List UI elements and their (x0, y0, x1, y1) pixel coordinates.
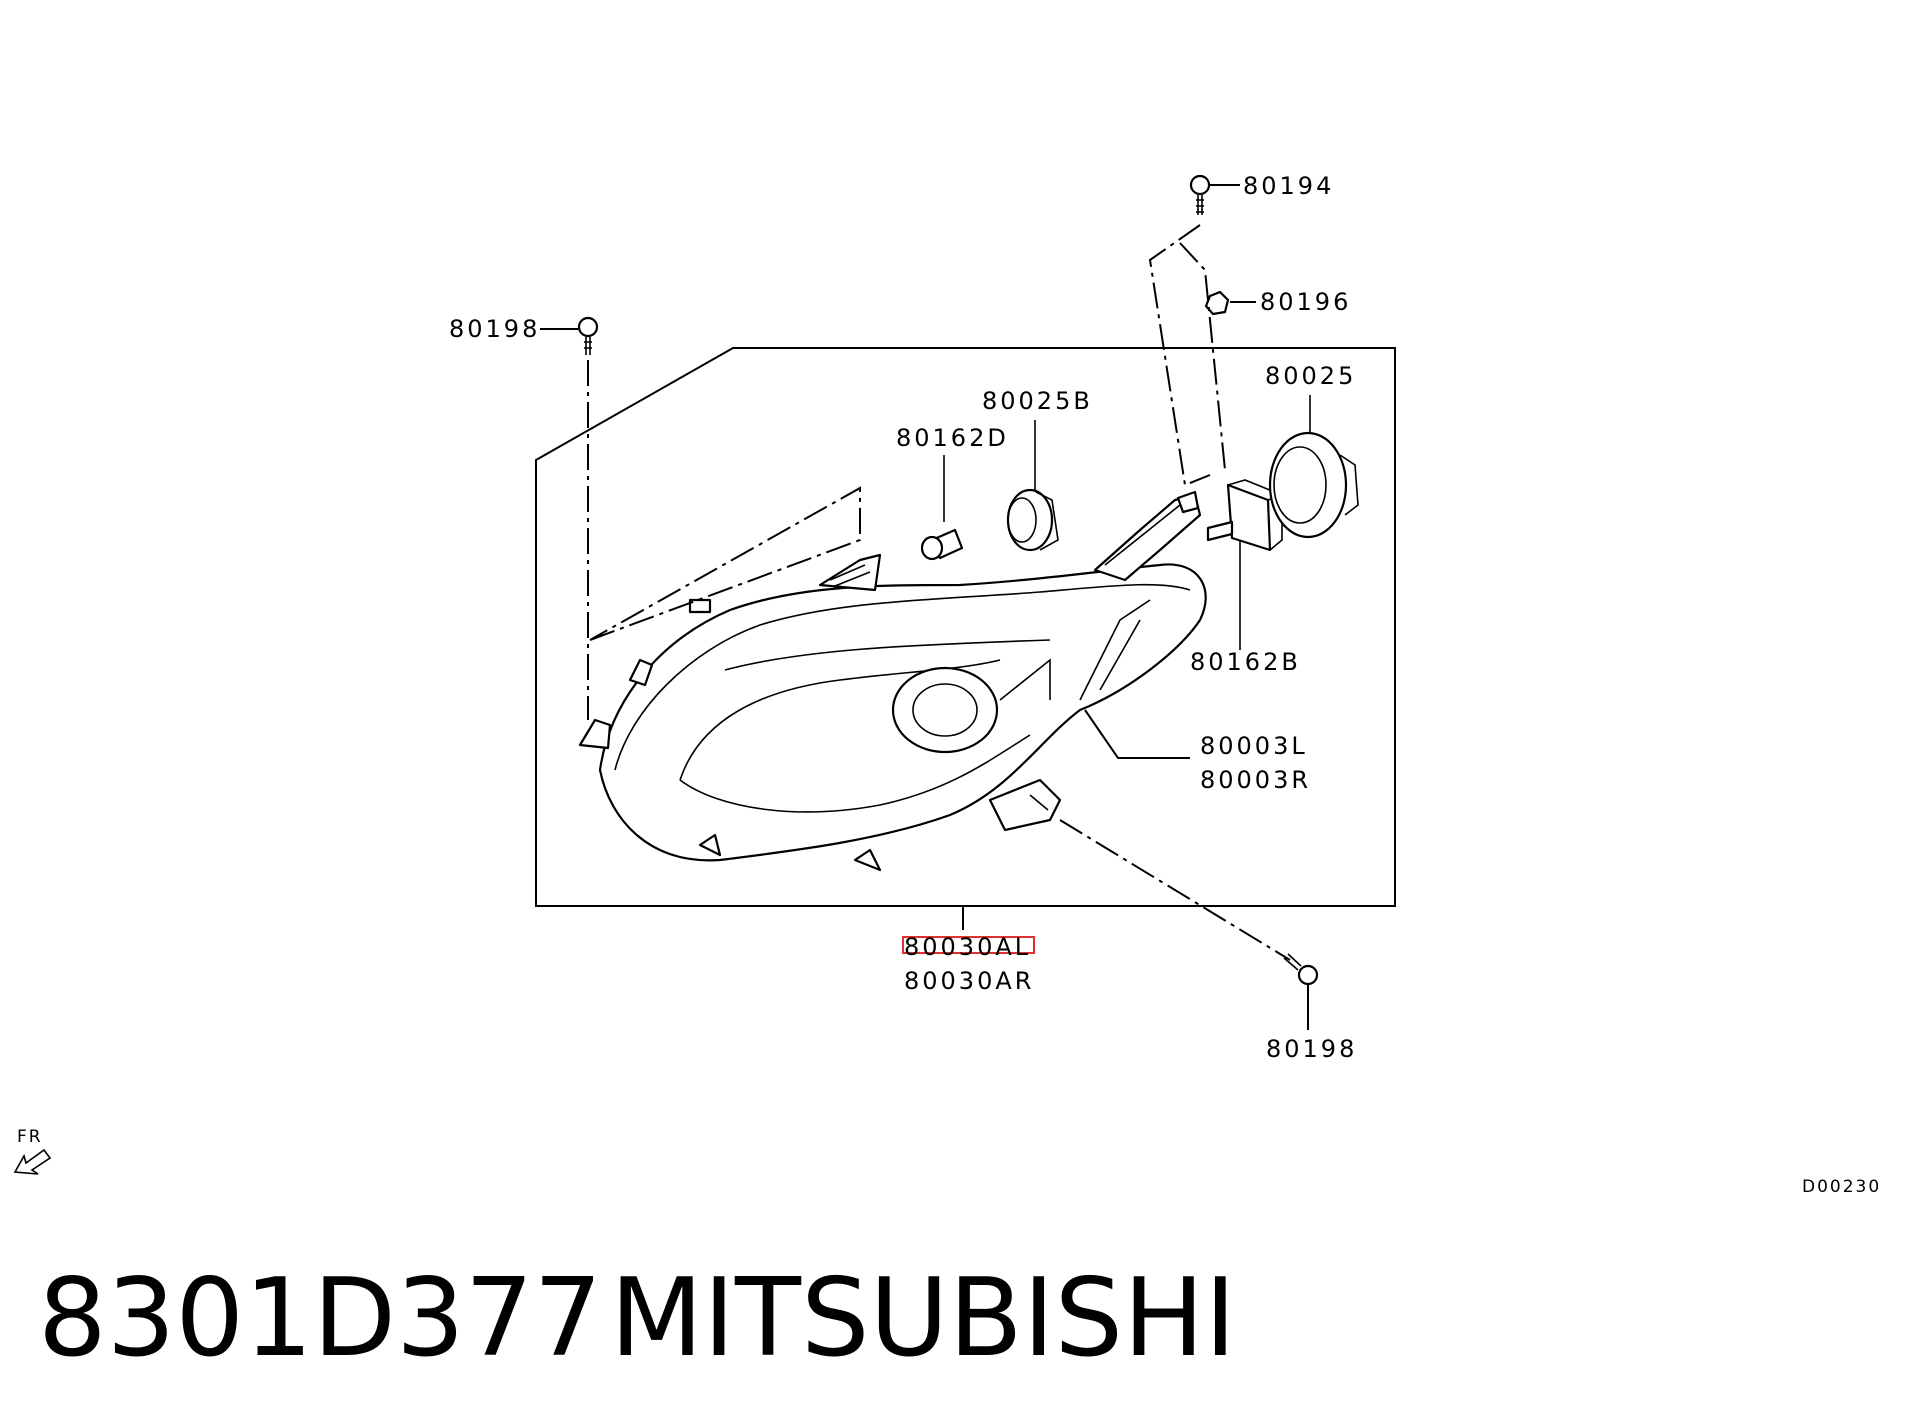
ballast-80162b (1206, 479, 1285, 650)
part-number: 8301D377 (38, 1256, 602, 1381)
callout-80003r: 80003R (1200, 766, 1311, 794)
callout-80162d: 80162D (896, 424, 1009, 452)
assembly-frame (535, 347, 1396, 907)
direction-label: FR (17, 1127, 43, 1147)
callout-80198-bottom: 80198 (1266, 1035, 1357, 1063)
callout-80162b: 80162B (1190, 648, 1301, 676)
callout-80003l: 80003L (1200, 732, 1308, 760)
phantom-lines (587, 224, 1291, 961)
front-arrow-icon (13, 1148, 52, 1175)
callout-80196: 80196 (1260, 288, 1351, 316)
brand-name: MITSUBISHI (610, 1256, 1236, 1381)
leader-lines (962, 709, 1190, 930)
callout-80025b: 80025B (982, 387, 1093, 415)
screw-80194 (1189, 174, 1240, 215)
headlamp-assembly (578, 490, 1207, 872)
callout-80194: 80194 (1243, 172, 1334, 200)
screw-80198-top (540, 316, 599, 355)
socket-80025b (1006, 420, 1059, 552)
cap-80025 (1268, 395, 1359, 539)
screw-80198-bottom (1283, 953, 1319, 1030)
direction-indicator: FR (13, 1127, 52, 1175)
callout-80198-top: 80198 (449, 315, 540, 343)
highlight-box (902, 936, 1035, 954)
callout-80030al[interactable]: 80030AL (904, 933, 1031, 961)
nut-80196 (1204, 290, 1256, 316)
callout-80030ar: 80030AR (904, 967, 1034, 995)
bulb-80162d (920, 455, 964, 561)
callout-80025: 80025 (1265, 362, 1356, 390)
drawing-code: D00230 (1802, 1177, 1881, 1197)
